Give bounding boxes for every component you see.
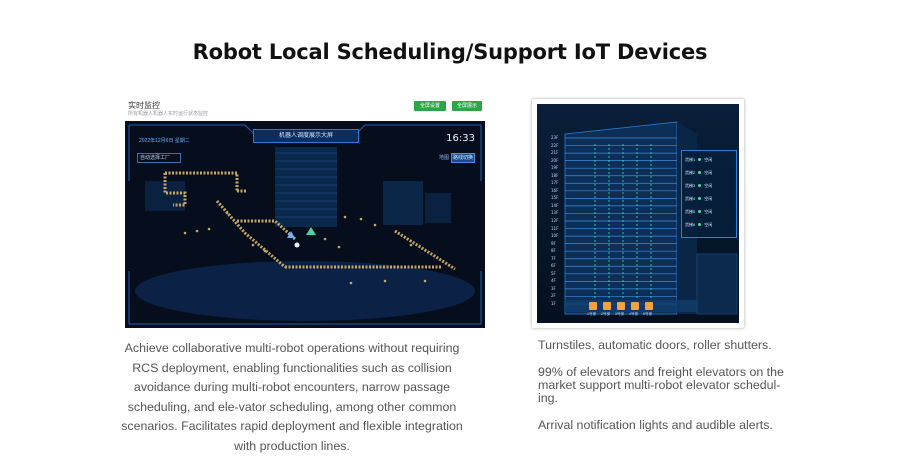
status-dot-icon — [698, 210, 702, 214]
floor-label: 15F — [551, 195, 559, 201]
floor-label: 21F — [551, 150, 559, 156]
map-select-dropdown[interactable]: 自动选择工厂 — [137, 153, 181, 163]
robot-scheduling-screenshot: 实时监控 所有机器人机器人实时运行状态监控 全屏设置 全屏展示 — [122, 98, 486, 330]
elevator-state: 空闲 — [704, 222, 713, 227]
elevator-status-row: 货梯6 空闲 — [685, 220, 733, 230]
dashboard-map-graphic — [128, 124, 482, 325]
elevator-status-row: 货梯2 空闲 — [685, 168, 733, 178]
status-dot-icon — [698, 171, 702, 175]
floor-label: 2F — [551, 293, 556, 299]
status-dot-icon — [698, 197, 702, 201]
floor-label: 20F — [551, 157, 559, 163]
fullscreen-display-button[interactable]: 全屏展示 — [452, 101, 482, 111]
elevator-status-row: 货梯1 空闲 — [685, 155, 733, 165]
page-title: Robot Local Scheduling/Support IoT Devic… — [192, 40, 708, 64]
building-graphic — [537, 104, 739, 323]
elevator-name: 货梯4 — [685, 196, 696, 201]
monitor-header-title: 实时监控 — [128, 101, 160, 110]
floor-label: 23F — [551, 135, 559, 140]
elevator-car-label: 4号梯 — [629, 312, 638, 316]
elevator-status-row: 货梯5 空闲 — [685, 207, 733, 217]
elevator-state: 空闲 — [704, 209, 713, 214]
elevator-name: 货梯6 — [685, 222, 696, 227]
status-dot-icon — [698, 158, 702, 162]
floor-label: 3F — [551, 285, 556, 291]
floor-label: 18F — [551, 172, 559, 178]
elevator-status-row: 货梯3 空闲 — [685, 181, 733, 191]
elevator-car-icon — [645, 302, 653, 310]
elevator-state: 空闲 — [704, 183, 713, 188]
elevator-car-icon — [603, 302, 611, 310]
floor-label: 13F — [551, 210, 559, 216]
floor-label: 1F — [551, 301, 556, 306]
floor-label: 11F — [551, 225, 559, 231]
status-dot-icon — [698, 223, 702, 227]
floor-label: 8F — [551, 248, 556, 254]
iot-item-alerts: Arrival notification lights and audible … — [538, 418, 773, 432]
elevator-car-icon — [617, 302, 625, 310]
map-label: 地图 — [438, 155, 449, 161]
elevator-name: 货梯1 — [685, 157, 696, 162]
elevator-car-label: 1号梯 — [587, 312, 596, 316]
elevator-state: 空闲 — [704, 157, 713, 162]
floor-label: 16F — [551, 187, 559, 193]
iot-item-elevators: 99% of elevators and freight elevators o… — [538, 365, 784, 405]
floor-label: 6F — [551, 263, 556, 269]
floor-label: 17F — [551, 180, 559, 186]
floor-label: 12F — [551, 218, 559, 223]
floor-label: 22F — [551, 142, 559, 148]
elevator-status-row: 货梯4 空闲 — [685, 194, 733, 204]
fullscreen-settings-button[interactable]: 全屏设置 — [414, 101, 446, 111]
elevator-car-icon — [589, 302, 597, 310]
floor-label: 10F — [551, 233, 559, 239]
elevator-car-label: 5号梯 — [643, 312, 652, 316]
floor-label: 14F — [551, 202, 559, 208]
monitor-header-subtitle: 所有机器人机器人实时运行状态监控 — [128, 111, 209, 117]
scheduling-dashboard-screen: 机器人调度展示大屏 16:33 2022年12月6日 星期二 自动选择工厂 地图… — [125, 121, 485, 328]
elevator-name: 货梯5 — [685, 209, 696, 214]
elevator-state: 空闲 — [704, 196, 713, 201]
floor-label: 19F — [551, 165, 559, 171]
floor-label: 5F — [551, 270, 556, 276]
floor-label: 7F — [551, 255, 556, 261]
floor-label: 9F — [551, 240, 556, 246]
floor-label: 4F — [551, 278, 556, 284]
elevator-car-label: 2号梯 — [601, 312, 610, 316]
elevator-car-label: 3号梯 — [615, 312, 624, 316]
local-scheduling-description: Achieve collaborative multi-robot operat… — [121, 341, 463, 453]
route-switch-button[interactable]: 路线切换 — [451, 153, 475, 163]
iot-device-list: Turnstiles, automatic doors, roller shut… — [538, 339, 788, 432]
dashboard-date: 2022年12月6日 星期二 — [139, 138, 190, 144]
elevator-name: 货梯3 — [685, 183, 696, 188]
elevator-state: 空闲 — [704, 170, 713, 175]
elevator-name: 货梯2 — [685, 170, 696, 175]
dashboard-title: 机器人调度展示大屏 — [253, 129, 359, 143]
status-dot-icon — [698, 184, 702, 188]
dashboard-clock: 16:33 — [446, 133, 475, 144]
iot-item-doors: Turnstiles, automatic doors, roller shut… — [538, 338, 772, 352]
elevator-car-icon — [631, 302, 639, 310]
